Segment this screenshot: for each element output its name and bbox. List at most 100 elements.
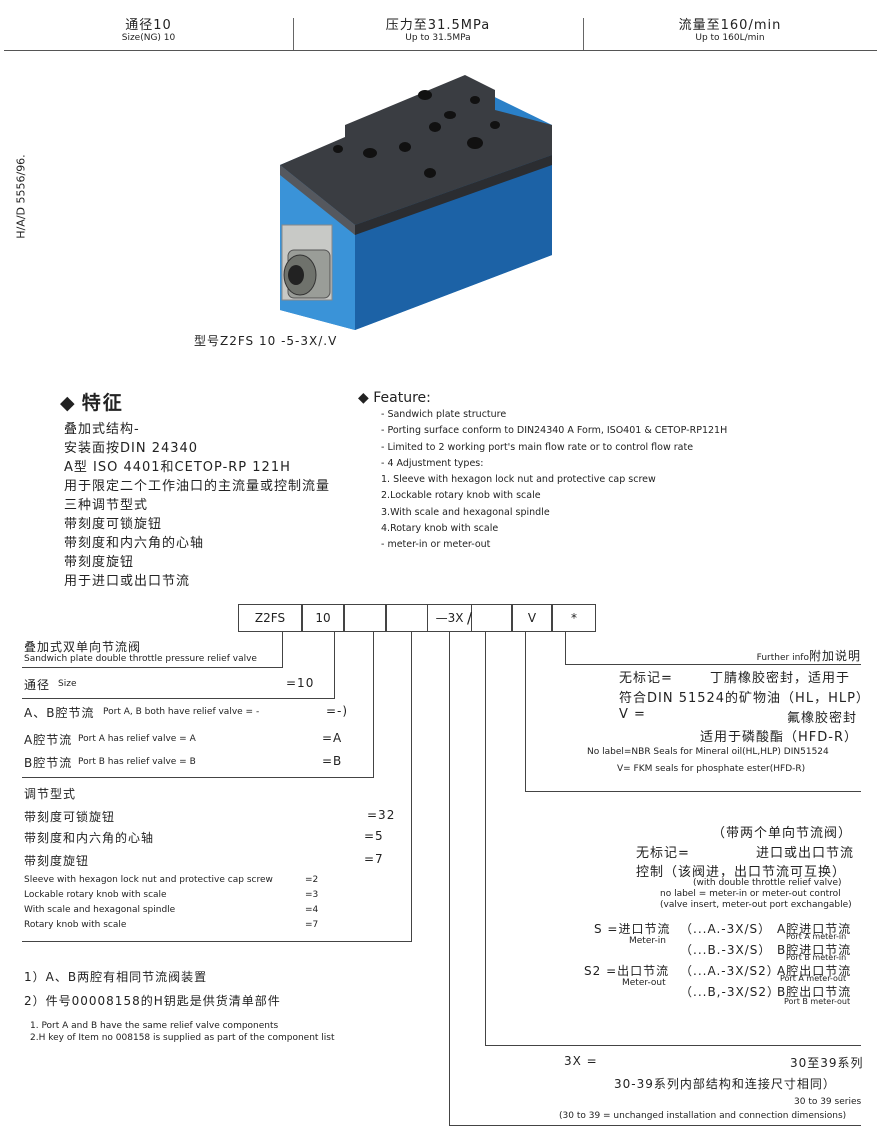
feature-en-item: - meter-in or meter-out bbox=[381, 539, 491, 551]
adjust-cn-value: =7 bbox=[364, 852, 384, 866]
meter-in-b-en: Port B meter-in bbox=[786, 953, 847, 962]
side-doc-code: H/A/D 5556/96. bbox=[14, 154, 28, 239]
meter-in-sub: Meter-in bbox=[629, 936, 666, 946]
adjust-title: 调节型式 bbox=[24, 787, 77, 801]
feature-cn-item: 带刻度和内六角的心轴 bbox=[64, 536, 205, 551]
connector-line bbox=[565, 664, 861, 665]
port-ab-en: Port A, B both have relief valve = - bbox=[103, 707, 260, 717]
connector-line bbox=[485, 632, 486, 1046]
seal-en-fkm: V= FKM seals for phosphate ester(HFD-R) bbox=[617, 764, 806, 774]
connector-line bbox=[373, 632, 374, 777]
code-box-throttle bbox=[470, 604, 512, 632]
adjust-en-item: Rotary knob with scale bbox=[24, 920, 127, 930]
connector-line bbox=[449, 1125, 861, 1126]
connector-line bbox=[449, 632, 450, 1126]
series-desc: 30-39系列内部结构和连接尺寸相同） bbox=[614, 1077, 836, 1091]
features-cn-title: 特征 bbox=[81, 392, 124, 414]
code-box-seal: V bbox=[512, 604, 552, 632]
features-en-list: - Sandwich plate structure - Porting sur… bbox=[381, 407, 727, 554]
series-range: 30至39系列 bbox=[790, 1056, 864, 1070]
meter-out-a-cn: A腔出口节流 bbox=[777, 964, 852, 978]
feature-en-item: - Limited to 2 working port's main flow … bbox=[381, 441, 694, 453]
connector-line bbox=[22, 777, 374, 778]
series-key: 3X = bbox=[564, 1054, 598, 1068]
seal-v-desc: 氟橡胶密封 bbox=[787, 711, 858, 726]
connector-line bbox=[282, 632, 283, 668]
adjust-cn-item: 带刻度旋钮 bbox=[24, 854, 90, 868]
meter-out-b-code: （...B,-3X/S2） bbox=[680, 985, 780, 999]
meter-in-a-code: （...A.-3X/S） bbox=[680, 922, 772, 936]
size-cn: 通径 bbox=[24, 678, 51, 692]
features-en-title: Feature: bbox=[373, 390, 431, 406]
port-ab-value: =-) bbox=[326, 704, 349, 718]
adjust-en-item: Sleeve with hexagon lock nut and protect… bbox=[24, 875, 273, 885]
feature-cn-item: 带刻度可锁旋钮 bbox=[64, 517, 163, 532]
connector-line bbox=[525, 791, 861, 792]
meter-in-b-code: （...B.-3X/S） bbox=[680, 943, 772, 957]
further-info: Further info附加说明 bbox=[757, 645, 861, 664]
header-cell-size: 通径10 Size(NG) 10 bbox=[4, 18, 293, 51]
adjust-cn-item: 带刻度和内六角的心轴 bbox=[24, 831, 155, 845]
connector-line bbox=[525, 632, 526, 792]
further-info-cn: 附加说明 bbox=[808, 649, 861, 663]
feature-cn-item: 带刻度旋钮 bbox=[64, 555, 135, 570]
further-info-en: Further info bbox=[756, 653, 809, 663]
feature-cn-item: 三种调节型式 bbox=[64, 498, 149, 513]
adjust-cn-item: 带刻度可锁旋钮 bbox=[24, 810, 116, 824]
seal-en-nbr: No label=NBR Seals for Mineral oil(HL,HL… bbox=[587, 747, 829, 757]
valve-name-cn: 叠加式双单向节流阀 bbox=[24, 640, 142, 654]
diamond-icon: ◆ bbox=[358, 390, 369, 406]
connector-line bbox=[334, 632, 335, 699]
feature-en-item: 2.Lockable rotary knob with scale bbox=[381, 490, 541, 502]
code-box-type: Z2FS bbox=[238, 604, 302, 632]
seal-v-key: V = bbox=[619, 707, 646, 722]
adjust-en-value: =3 bbox=[305, 890, 319, 900]
port-b-value: =B bbox=[322, 754, 343, 768]
code-box-size: 10 bbox=[302, 604, 344, 632]
connector-line bbox=[411, 632, 412, 942]
connector-line bbox=[485, 1045, 861, 1046]
header-size-en: Size(NG) 10 bbox=[121, 33, 176, 43]
connector-line bbox=[565, 632, 566, 665]
adjust-en-value: =7 bbox=[305, 920, 319, 930]
valve-name-en: Sandwich plate double throttle pressure … bbox=[24, 654, 257, 664]
feature-cn-item: 用于进口或出口节流 bbox=[64, 574, 191, 589]
note-cn: 2）件号00008158的H钥匙是供货清单部件 bbox=[24, 994, 281, 1008]
header-flow-en: Up to 160L/min bbox=[695, 33, 765, 43]
size-en: Size bbox=[58, 679, 77, 689]
throttle-en-3: (valve insert, meter-out port exchangabl… bbox=[660, 900, 852, 910]
seal-mineral-oil: 符合DIN 51524的矿物油（HL，HLP） bbox=[619, 691, 870, 706]
port-a-cn: A腔节流 bbox=[24, 733, 73, 747]
throttle-nolabel-desc: 进口或出口节流 bbox=[756, 846, 855, 861]
size-value: =10 bbox=[286, 676, 315, 690]
adjust-en-item: Lockable rotary knob with scale bbox=[24, 890, 167, 900]
feature-cn-item: 安装面按DIN 24340 bbox=[64, 441, 199, 456]
meter-in-a-en: Port A meter-in bbox=[786, 932, 847, 941]
meter-in-label: S =进口节流 bbox=[594, 922, 671, 936]
feature-en-item: 1. Sleeve with hexagon lock nut and prot… bbox=[381, 474, 656, 486]
feature-cn-item: A型 ISO 4401和CETOP-RP 121H bbox=[64, 460, 291, 475]
header-pressure-en: Up to 31.5MPa bbox=[405, 33, 471, 43]
header-divider bbox=[293, 18, 294, 51]
code-box-port bbox=[344, 604, 386, 632]
connector-line bbox=[22, 667, 283, 668]
meter-in-a-cn: A腔进口节流 bbox=[777, 922, 852, 936]
diamond-icon: ◆ bbox=[60, 392, 77, 414]
port-a-value: =A bbox=[322, 731, 343, 745]
port-b-cn: B腔节流 bbox=[24, 756, 73, 770]
seal-nolabel-desc: 丁腈橡胶密封，适用于 bbox=[710, 671, 851, 686]
meter-out-label: S2 =出口节流 bbox=[584, 964, 670, 978]
adjust-en-item: With scale and hexagonal spindle bbox=[24, 905, 176, 915]
adjust-cn-value: =32 bbox=[367, 808, 396, 822]
connector-line bbox=[22, 941, 412, 942]
feature-cn-item: 用于限定二个工作油口的主流量或控制流量 bbox=[64, 479, 331, 494]
throttle-en-2: no label = meter-in or meter-out control bbox=[660, 889, 841, 899]
header-cell-pressure: 压力至31.5MPa Up to 31.5MPa bbox=[293, 18, 583, 51]
port-a-en: Port A has relief valve = A bbox=[78, 734, 196, 744]
adjust-en-value: =2 bbox=[305, 875, 319, 885]
meter-out-a-en: Port A meter-out bbox=[780, 974, 847, 983]
header-cell-flow: 流量至160/min Up to 160L/min bbox=[583, 18, 877, 51]
header-divider bbox=[583, 18, 584, 51]
code-box-further: * bbox=[552, 604, 596, 632]
throttle-control: 控制（该阀进，出口节流可互换） bbox=[636, 865, 847, 880]
